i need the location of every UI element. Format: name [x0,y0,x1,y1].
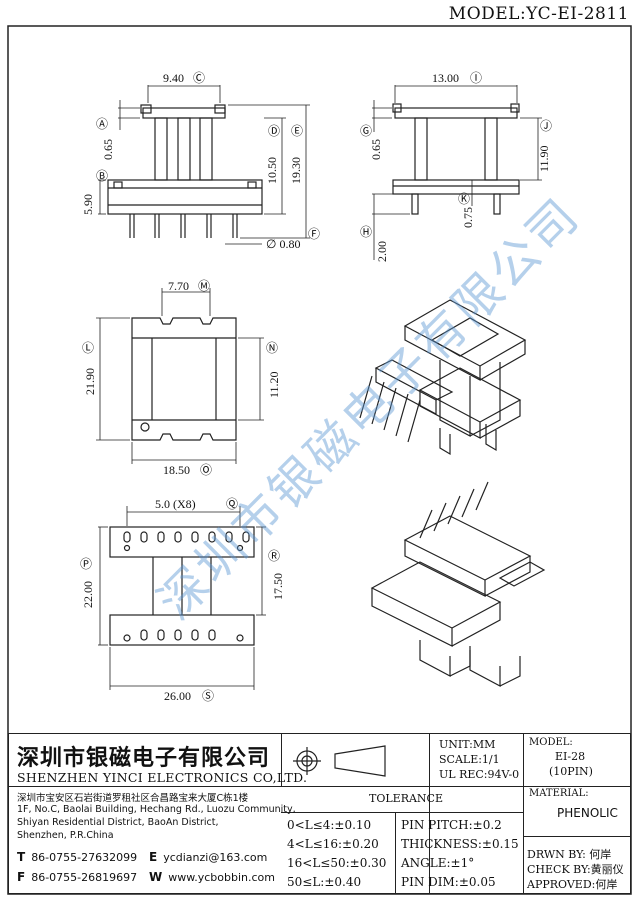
dim-circle-g: Ⓖ [360,124,372,138]
email-value: ycdianzi@163.com [163,851,268,864]
approved-by: APPROVED:何岸 [527,878,618,891]
fax: F 86-0755-26819697 [17,870,137,884]
dim-5-90: 5.90 [81,194,95,215]
drawn-by: DRWN BY: 何岸 [527,848,612,861]
drawing-frame [7,25,632,895]
divider [9,786,523,787]
material-value: PHENOLIC [557,806,618,820]
dim-circle-h: Ⓗ [360,225,372,239]
address-en-1: 1F, No.C, Baolai Building, Hechang Rd., … [17,804,296,815]
ul-rec: UL REC:94V-0 [439,768,520,781]
dim-circle-p: Ⓟ [80,557,92,571]
company-name-en: SHENZHEN YINCI ELECTRONICS CO,LTD. [17,770,308,785]
phone-value: 86-0755-27632099 [31,851,138,864]
divider [429,734,430,893]
dim-11-20: 11.20 [267,371,281,398]
dim-0-65a: 0.65 [101,139,115,160]
address-cn: 深圳市宝安区石岩街道罗租社区合昌路宝来大厦C栋1楼 [17,793,249,804]
front-view [98,85,310,245]
dim-11-90: 11.90 [537,145,551,172]
divider [395,812,396,893]
dim-circle-s: Ⓢ [202,689,214,703]
model-title: MODEL:YC-EI-2811 [448,4,629,24]
dim-circle-l: Ⓛ [82,341,94,355]
dim-circle-o: Ⓞ [200,463,212,477]
fax-value: 86-0755-26819697 [31,871,138,884]
dim-circle-m: Ⓜ [198,279,210,293]
dim-circle-r: Ⓡ [268,549,280,563]
dim-circle-d: Ⓓ [268,124,280,138]
dim-circle-k: Ⓚ [458,192,470,206]
website-label: W [149,870,163,884]
address-en-3: Shenzhen, P.R.China [17,830,114,841]
address-en-2: Shiyan Residential District, BaoAn Distr… [17,817,219,828]
tolerance-thickness: THICKNESS:±0.15 [401,837,519,851]
tolerance-angle: ANGLE:±1° [401,856,475,870]
phone: T 86-0755-27632099 [17,850,137,864]
dim-22-00: 22.00 [81,581,95,608]
projection-symbol [293,745,386,777]
dim-13-00: 13.00 [432,71,459,85]
dim-7-70: 7.70 [168,279,189,293]
material-label: MATERIAL: [529,788,589,799]
dim-5-0-x8: 5.0 (X8) [155,497,196,511]
dim-0-80: ∅ 0.80 [266,237,300,251]
divider [523,734,524,893]
dim-10-50: 10.50 [265,157,279,184]
tolerance-2: 4<L≤16:±0.20 [287,837,379,851]
model-value: EI-28 [555,750,586,763]
divider [523,836,630,837]
top-view [96,288,264,464]
divider [281,734,282,786]
dim-26-00: 26.00 [164,689,191,703]
dim-2-00: 2.00 [375,241,389,262]
tolerance-pin-pitch: PIN PITCH:±0.2 [401,818,502,832]
tolerance-title: TOLERANCE [369,792,443,805]
website-value: www.ycbobbin.com [168,871,275,884]
fax-label: F [17,870,26,884]
dim-circle-q: Ⓠ [226,497,238,511]
dim-circle-i: Ⓘ [470,71,482,85]
model-pins: (10PIN) [549,765,593,778]
side-view [372,85,542,260]
dim-circle-c: Ⓒ [193,71,205,85]
dim-0-75: 0.75 [461,207,475,228]
dim-18-50: 18.50 [163,463,190,477]
scale: SCALE:1/1 [439,753,500,766]
email-label: E [149,850,158,864]
divider [523,786,630,787]
dim-0-65b: 0.65 [369,139,383,160]
title-block: 深圳市银磁电子有限公司 SHENZHEN YINCI ELECTRONICS C… [8,733,631,894]
dim-circle-f: Ⓕ [308,227,320,241]
tolerance-4: 50≤L:±0.40 [287,875,362,889]
dim-circle-e: Ⓔ [291,124,303,138]
isometric-view-top [359,299,527,456]
tolerance-3: 16<L≤50:±0.30 [287,856,387,870]
dim-17-50: 17.50 [271,573,285,600]
dim-19-30: 19.30 [289,157,303,184]
dim-circle-b: Ⓑ [96,169,108,183]
dim-21-90: 21.90 [83,368,97,395]
isometric-view-bottom [370,481,546,687]
company-name-cn: 深圳市银磁电子有限公司 [17,746,271,771]
dim-9-40: 9.40 [163,71,184,85]
divider [281,812,523,813]
checked-by: CHECK BY:黄丽仪 [527,863,624,876]
dim-circle-n: Ⓝ [266,341,278,355]
tolerance-1: 0<L≤4:±0.10 [287,818,372,832]
dim-circle-j: Ⓙ [540,119,552,133]
bottom-view [98,506,266,690]
unit: UNIT:MM [439,738,496,751]
phone-label: T [17,850,26,864]
tolerance-pin-dim: PIN DIM:±0.05 [401,875,496,889]
model-label: MODEL: [529,737,573,748]
dim-circle-a: Ⓐ [96,117,108,131]
